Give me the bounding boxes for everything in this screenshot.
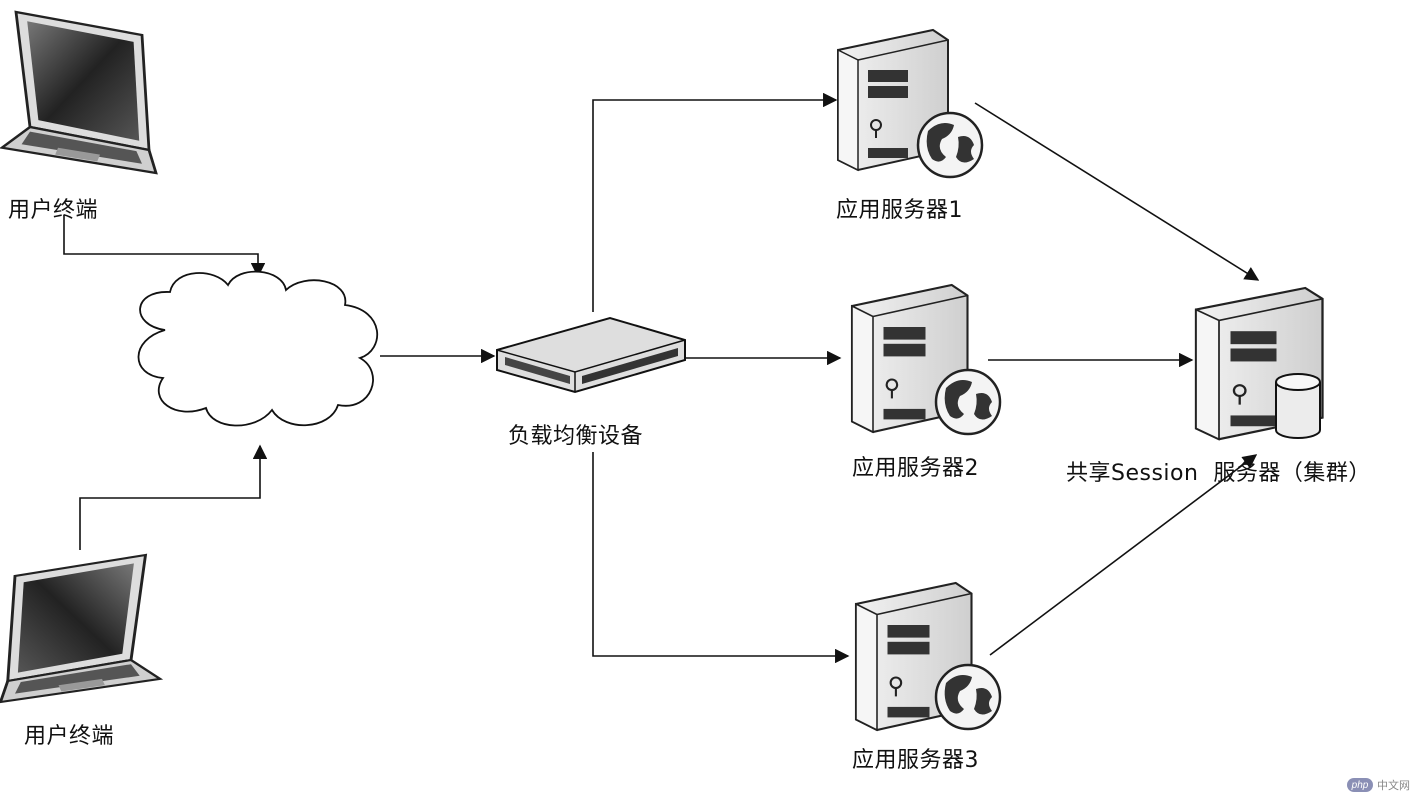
edge-terminal-top-to-cloud: [63, 215, 266, 278]
connectors: [63, 92, 1260, 664]
globe-icon: [916, 111, 984, 179]
user-terminal-bottom-label: 用户终端: [24, 724, 115, 749]
laptop-icon: [0, 10, 158, 175]
app-server-3-label: 应用服务器3: [852, 748, 979, 773]
edge-server-3-to-session: [989, 454, 1258, 656]
edge-lb-to-server-1: [592, 92, 838, 312]
app-server-2-label: 应用服务器2: [852, 456, 979, 481]
php-logo-icon: php: [1347, 778, 1373, 792]
globe-icon: [934, 663, 1002, 731]
session-server-label: 共享Session 服务器（集群）: [1066, 461, 1371, 486]
edge-lb-to-server-3: [592, 452, 850, 664]
user-terminal-top-label: 用户终端: [8, 198, 99, 223]
edge-server-1-to-session: [974, 102, 1260, 281]
laptop-icon: [0, 553, 162, 704]
edge-terminal-bottom-to-cloud: [79, 444, 268, 550]
watermark: php 中文网: [1347, 777, 1410, 793]
app-server-1-label: 应用服务器1: [836, 198, 963, 223]
watermark-text: 中文网: [1377, 780, 1410, 792]
database-icon: [1275, 373, 1321, 439]
load-balancer-label: 负载均衡设备: [508, 424, 644, 449]
network-switch-icon: [496, 316, 686, 394]
globe-icon: [934, 368, 1002, 436]
cloud-icon: [137, 270, 379, 427]
